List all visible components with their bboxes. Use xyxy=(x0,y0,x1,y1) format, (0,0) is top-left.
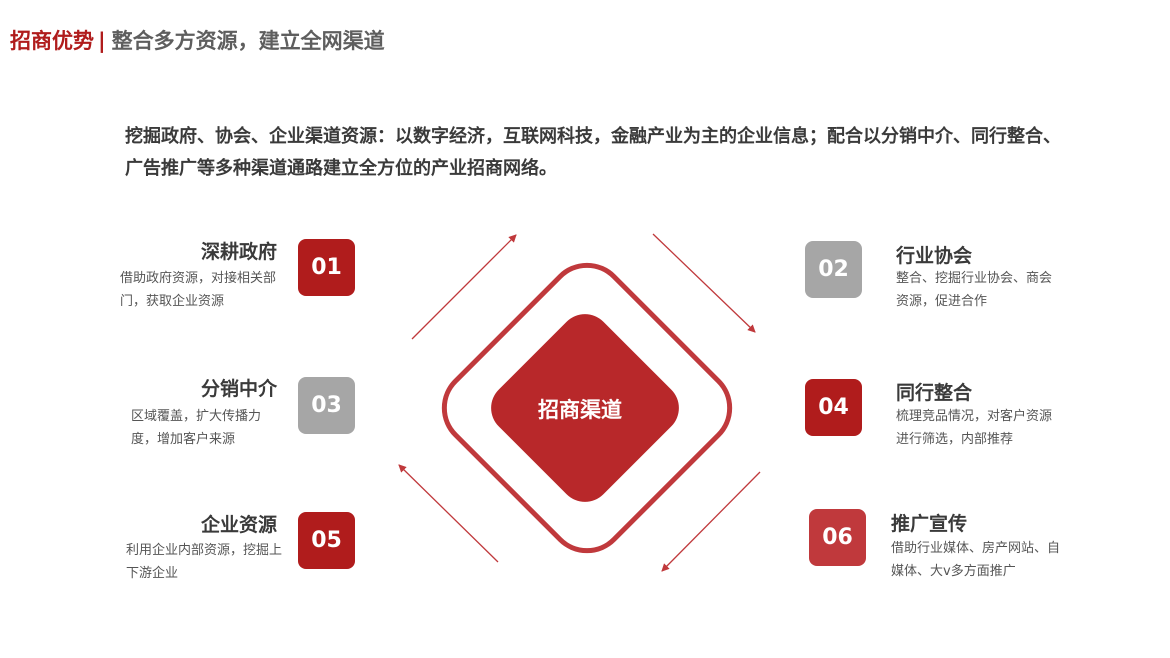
header-subtitle: 整合多方资源，建立全网渠道 xyxy=(111,29,385,53)
header-brand: 招商优势 xyxy=(10,29,94,53)
header-separator: | xyxy=(98,29,106,53)
intro-text: 挖掘政府、协会、企业渠道资源：以数字经济，互联网科技，金融产业为主的企业信息；配… xyxy=(125,126,1061,179)
channel-desc-01: 借助政府资源，对接相关部门，获取企业资源 xyxy=(120,271,277,309)
arrow-top-right xyxy=(652,233,756,333)
channel-desc-02: 整合、挖掘行业协会、商会资源，促进合作 xyxy=(896,271,1053,309)
badge-01: 01 xyxy=(298,239,355,296)
channel-title-05: 企业资源 xyxy=(200,514,277,536)
badge-04: 04 xyxy=(805,379,862,436)
channel-desc-05: 利用企业内部资源，挖掘上下游企业 xyxy=(126,543,283,581)
channel-desc-06: 借助行业媒体、房产网站、自媒体、大v多方面推广 xyxy=(891,541,1061,579)
channel-title-06: 推广宣传 xyxy=(891,513,968,535)
channel-title-01: 深耕政府 xyxy=(200,241,277,263)
channel-title-03: 分销中介 xyxy=(200,378,277,400)
arrow-top-left xyxy=(411,234,517,340)
channel-title-02: 行业协会 xyxy=(896,245,973,267)
channel-desc-03: 区域覆盖，扩大传播力度，增加客户来源 xyxy=(131,409,262,447)
inner-diamond xyxy=(491,314,679,502)
channel-title-04: 同行整合 xyxy=(896,382,973,404)
badge-03: 03 xyxy=(298,377,355,434)
badge-05: 05 xyxy=(298,512,355,569)
channel-desc-04: 梳理竞品情况，对客户资源进行筛选，内部推荐 xyxy=(896,409,1053,447)
arrow-bottom-left xyxy=(398,464,499,563)
badge-02: 02 xyxy=(805,241,862,298)
arrow-bottom-right xyxy=(661,471,761,572)
page-header: 招商优势|整合多方资源，建立全网渠道 xyxy=(10,27,385,55)
center-label: 招商渠道 xyxy=(538,398,622,422)
badge-06: 06 xyxy=(809,509,866,566)
outer-ring xyxy=(441,262,733,554)
